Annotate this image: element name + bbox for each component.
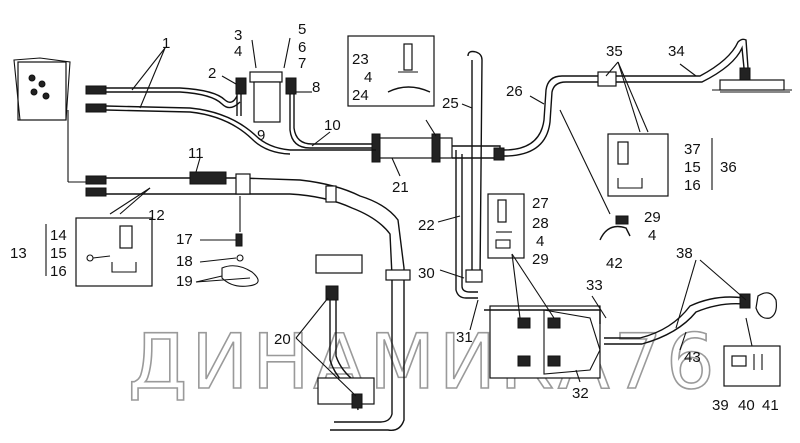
watermark: ДИНАМИКА76 [128,317,718,406]
label-12: 12 [148,207,165,224]
detail-box-27-29 [487,193,525,259]
label-10: 10 [324,117,341,134]
fuel-filter [235,71,380,149]
label-5: 5 [298,21,306,38]
label-13: 13 [10,245,27,262]
label-21: 21 [392,179,409,196]
label-3: 3 [234,27,242,44]
label-29b: 29 [644,209,661,226]
vertical-pipe [455,50,483,299]
label-34: 34 [668,43,685,60]
label-4a: 4 [234,43,242,60]
label-8: 8 [312,79,320,96]
label-41: 41 [762,397,779,414]
hose-pair-12 [85,171,411,431]
label-15b: 15 [684,159,701,176]
label-18: 18 [176,253,193,270]
label-43: 43 [684,349,701,366]
label-25: 25 [442,95,459,112]
left-manifold [13,57,86,183]
detail-box-36 [607,133,713,197]
label-26: 26 [506,83,523,100]
label-4b: 4 [364,69,372,86]
right-top-plate [712,79,792,93]
label-31: 31 [456,329,473,346]
label-35: 35 [606,43,623,60]
label-30: 30 [418,265,435,282]
detail-box-23-24 [347,35,435,107]
label-15a: 15 [50,245,67,262]
label-14: 14 [50,227,67,244]
label-9: 9 [257,127,265,144]
label-16b: 16 [684,177,701,194]
label-29a: 29 [532,251,549,268]
part-labels: 1 2 3 4 5 6 7 8 9 10 11 12 13 14 15 16 1… [10,21,779,414]
label-4c: 4 [536,233,544,250]
detail-box-42 [599,215,631,241]
label-11: 11 [188,145,204,162]
label-36: 36 [720,159,737,176]
label-23: 23 [352,51,369,68]
label-17: 17 [176,231,193,248]
label-40: 40 [738,397,755,414]
label-1: 1 [162,35,170,52]
label-39: 39 [712,397,729,414]
heater-unit [484,292,777,379]
label-37: 37 [684,141,701,158]
central-tube [290,38,751,163]
detail-box-13 [45,217,153,287]
label-24: 24 [352,87,369,104]
label-22: 22 [418,217,435,234]
label-6: 6 [298,39,306,56]
detail-box-39-41 [723,345,781,387]
label-2: 2 [208,65,216,82]
label-33: 33 [586,277,603,294]
label-32: 32 [572,385,589,402]
label-42: 42 [606,255,623,272]
leader-lines [109,37,753,397]
label-7: 7 [298,55,306,72]
lower-left-device [315,254,375,411]
label-20: 20 [274,331,291,348]
label-19: 19 [176,273,193,290]
hose-pair-1 [85,85,291,155]
label-4d: 4 [648,227,656,244]
label-28: 28 [532,215,549,232]
label-38: 38 [676,245,693,262]
label-16a: 16 [50,263,67,280]
label-27: 27 [532,195,549,212]
